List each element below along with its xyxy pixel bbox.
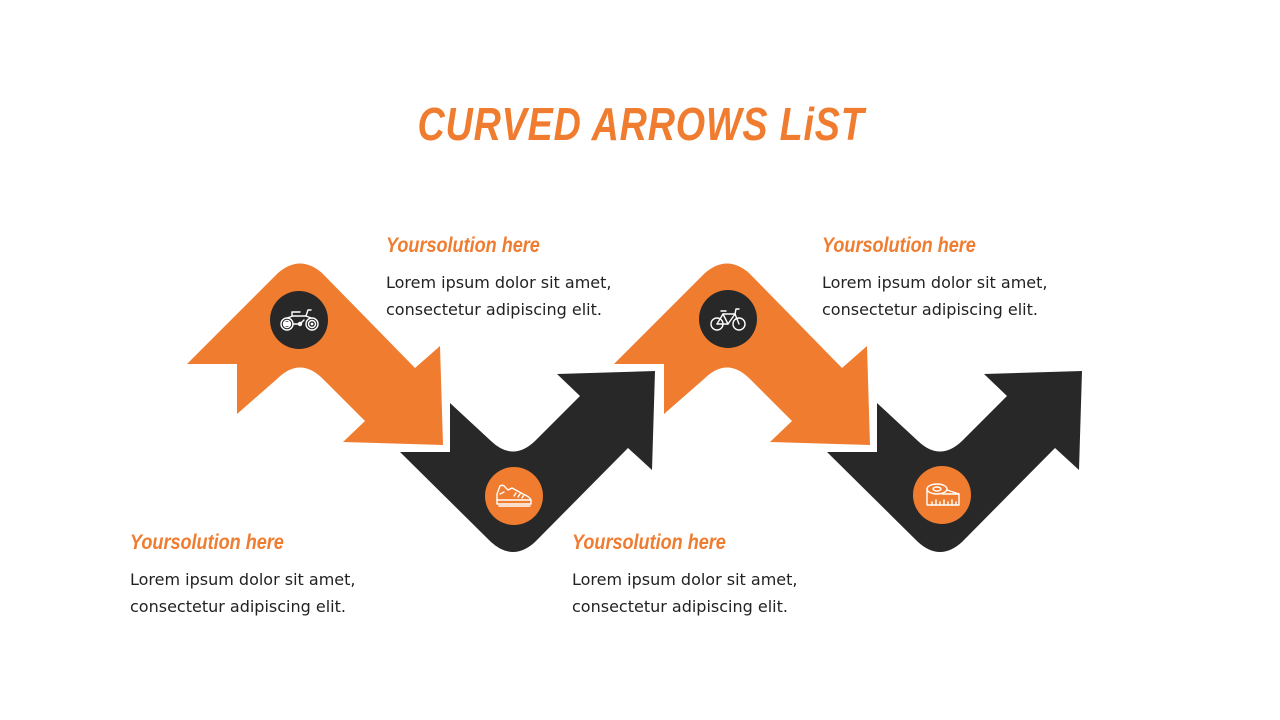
- step-4-description: Lorem ipsum dolor sit amet, consectetur …: [572, 566, 872, 620]
- step-4-text: Yoursolution here Lorem ipsum dolor sit …: [572, 530, 872, 620]
- step-3-icon-badge: [699, 290, 757, 348]
- sneaker-icon: [496, 484, 532, 507]
- bicycle-icon: [710, 308, 746, 331]
- step-1-heading: Yoursolution here: [386, 234, 540, 257]
- step-1-text: Yoursolution here Lorem ipsum dolor sit …: [386, 233, 686, 323]
- step-2-description: Lorem ipsum dolor sit amet, consectetur …: [130, 566, 430, 620]
- step-2-description-line-2: consectetur adipiscing elit.: [130, 597, 346, 616]
- step-4-description-line-1: Lorem ipsum dolor sit amet,: [572, 570, 798, 589]
- step-4-heading: Yoursolution here: [572, 531, 726, 554]
- step-2-description-line-1: Lorem ipsum dolor sit amet,: [130, 570, 356, 589]
- measuring-tape-icon: [926, 483, 960, 506]
- step-1-description-line-1: Lorem ipsum dolor sit amet,: [386, 273, 612, 292]
- step-2-heading: Yoursolution here: [130, 531, 284, 554]
- slide-title: CURVED ARROWS LiST: [417, 98, 865, 150]
- step-4-description-line-2: consectetur adipiscing elit.: [572, 597, 788, 616]
- step-3-description-line-1: Lorem ipsum dolor sit amet,: [822, 273, 1048, 292]
- step-3-heading: Yoursolution here: [822, 234, 976, 257]
- step-1-description-line-2: consectetur adipiscing elit.: [386, 300, 602, 319]
- step-2-text: Yoursolution here Lorem ipsum dolor sit …: [130, 530, 430, 620]
- step-2-icon-badge: [485, 467, 543, 525]
- motorcycle-icon: [280, 309, 319, 331]
- step-3-text: Yoursolution here Lorem ipsum dolor sit …: [822, 233, 1122, 323]
- step-1-icon-badge: [270, 291, 328, 349]
- step-4-icon-badge: [913, 466, 971, 524]
- step-1-description: Lorem ipsum dolor sit amet, consectetur …: [386, 269, 686, 323]
- step-3-description-line-2: consectetur adipiscing elit.: [822, 300, 1038, 319]
- step-3-description: Lorem ipsum dolor sit amet, consectetur …: [822, 269, 1122, 323]
